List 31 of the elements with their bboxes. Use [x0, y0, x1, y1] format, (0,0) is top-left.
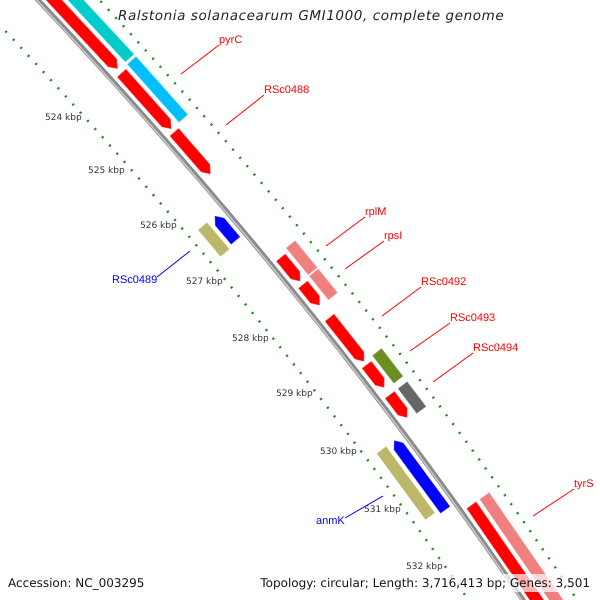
tick-label: 525 kbp	[88, 166, 125, 178]
gene-label: rpsI	[384, 230, 402, 244]
leader-line	[532, 488, 574, 516]
gene-label: pyrC	[219, 34, 242, 48]
leader-line	[226, 94, 264, 126]
tick-label: 526 kbp	[140, 221, 177, 232]
gene-label: RSc0492	[421, 276, 466, 290]
gene-label: RSc0488	[264, 84, 310, 98]
gene-label: anmK	[316, 515, 345, 529]
tick-label: 527 kbp	[186, 277, 223, 288]
tick-label: 530 kbp	[320, 447, 357, 458]
leader-line	[180, 44, 220, 74]
leader-line	[156, 250, 190, 278]
leader-line	[344, 240, 384, 270]
gene-label: RSc0494	[473, 342, 518, 356]
tick-label: 529 kbp	[276, 389, 313, 400]
tick-label: 532 kbp	[406, 562, 443, 574]
leader-line	[344, 496, 384, 518]
leader-line	[410, 322, 450, 352]
title: Ralstonia solanacearum GMI1000, complete genome	[118, 8, 504, 25]
gene-label: RSc0489	[112, 274, 158, 288]
leader-line	[326, 216, 366, 246]
leader-line	[432, 352, 474, 382]
leader-line	[382, 286, 422, 316]
gene-label: RSc0493	[450, 312, 496, 326]
tick-label: 524 kbp	[45, 113, 82, 124]
gene-label: rplM	[365, 206, 386, 220]
tick-label: 528 kbp	[232, 334, 269, 346]
genome-info-text: Topology: circular; Length: 3,716,413 bp; Genes: 3,501	[258, 574, 592, 592]
gene-label: tyrS	[574, 478, 594, 492]
tick-label: 531 kbp	[364, 505, 401, 516]
